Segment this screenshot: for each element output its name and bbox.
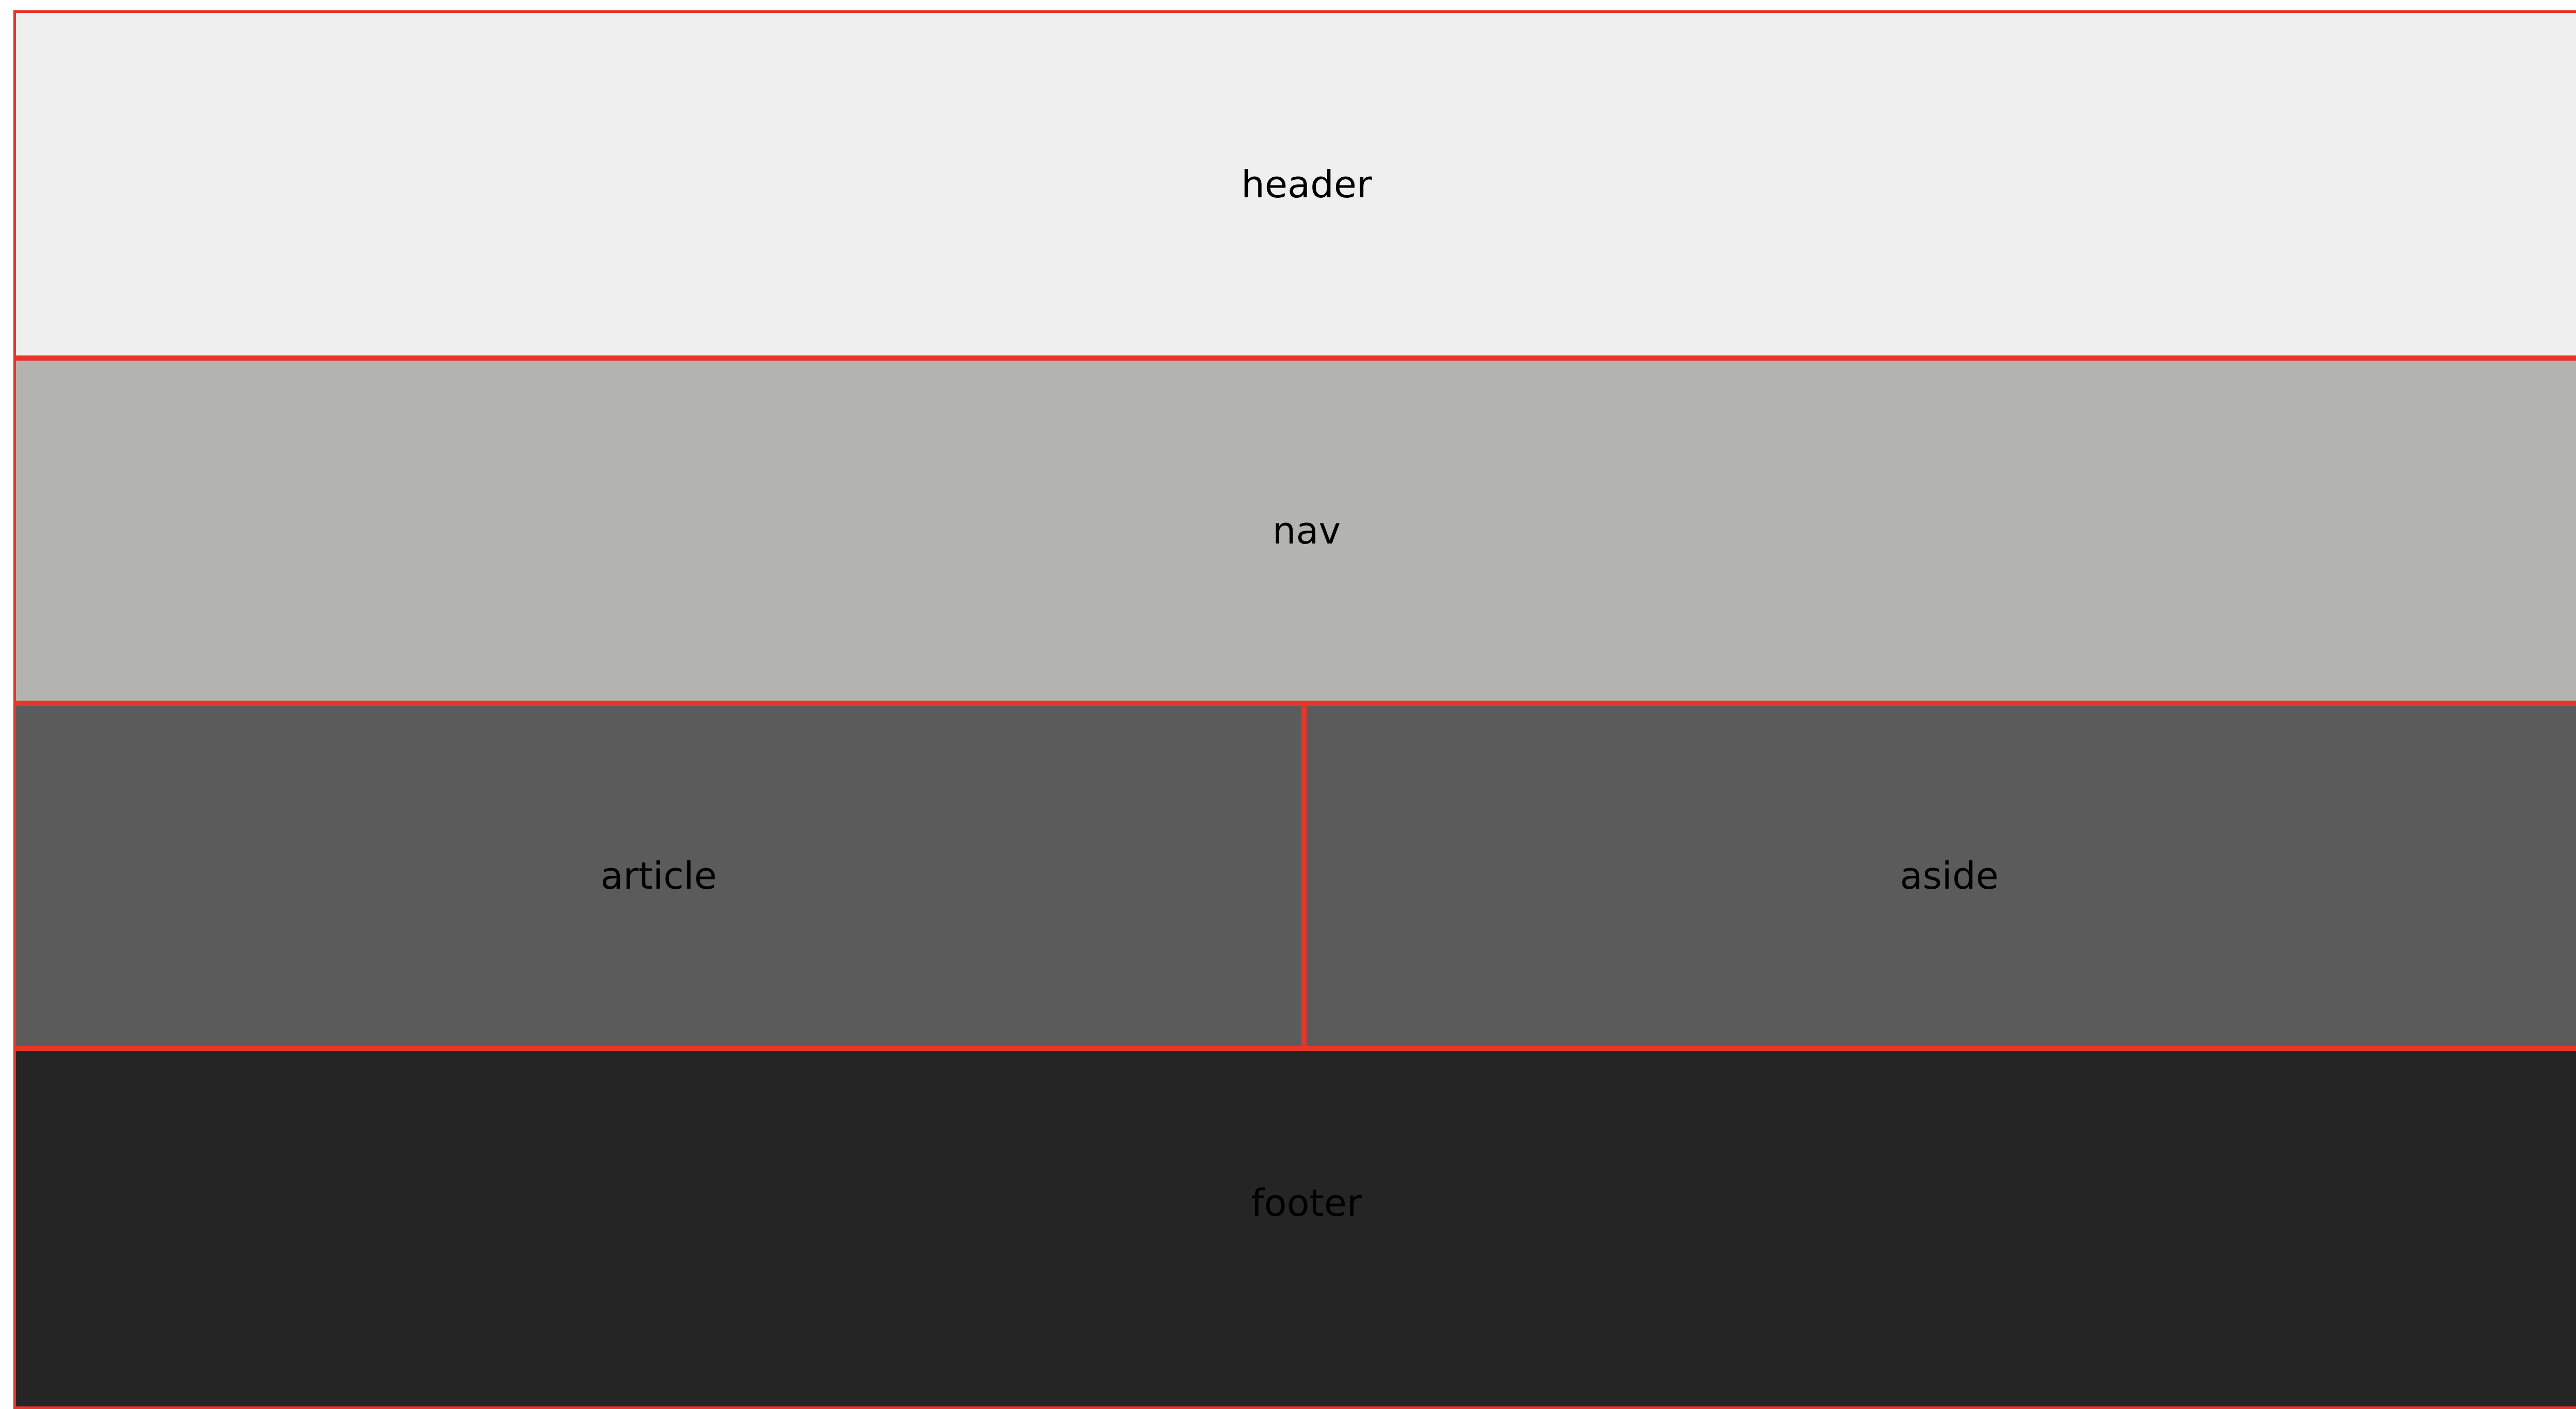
article-block: article xyxy=(13,703,1304,1048)
footer-block: footer xyxy=(13,1048,2576,1409)
header-label: header xyxy=(1241,162,1372,206)
article-label: article xyxy=(600,854,717,897)
aside-label: aside xyxy=(1900,854,1999,897)
nav-label: nav xyxy=(1272,509,1341,552)
aside-block: aside xyxy=(1304,703,2576,1048)
footer-label: footer xyxy=(1251,1181,1362,1225)
nav-block: nav xyxy=(13,358,2576,703)
header-block: header xyxy=(13,10,2576,358)
